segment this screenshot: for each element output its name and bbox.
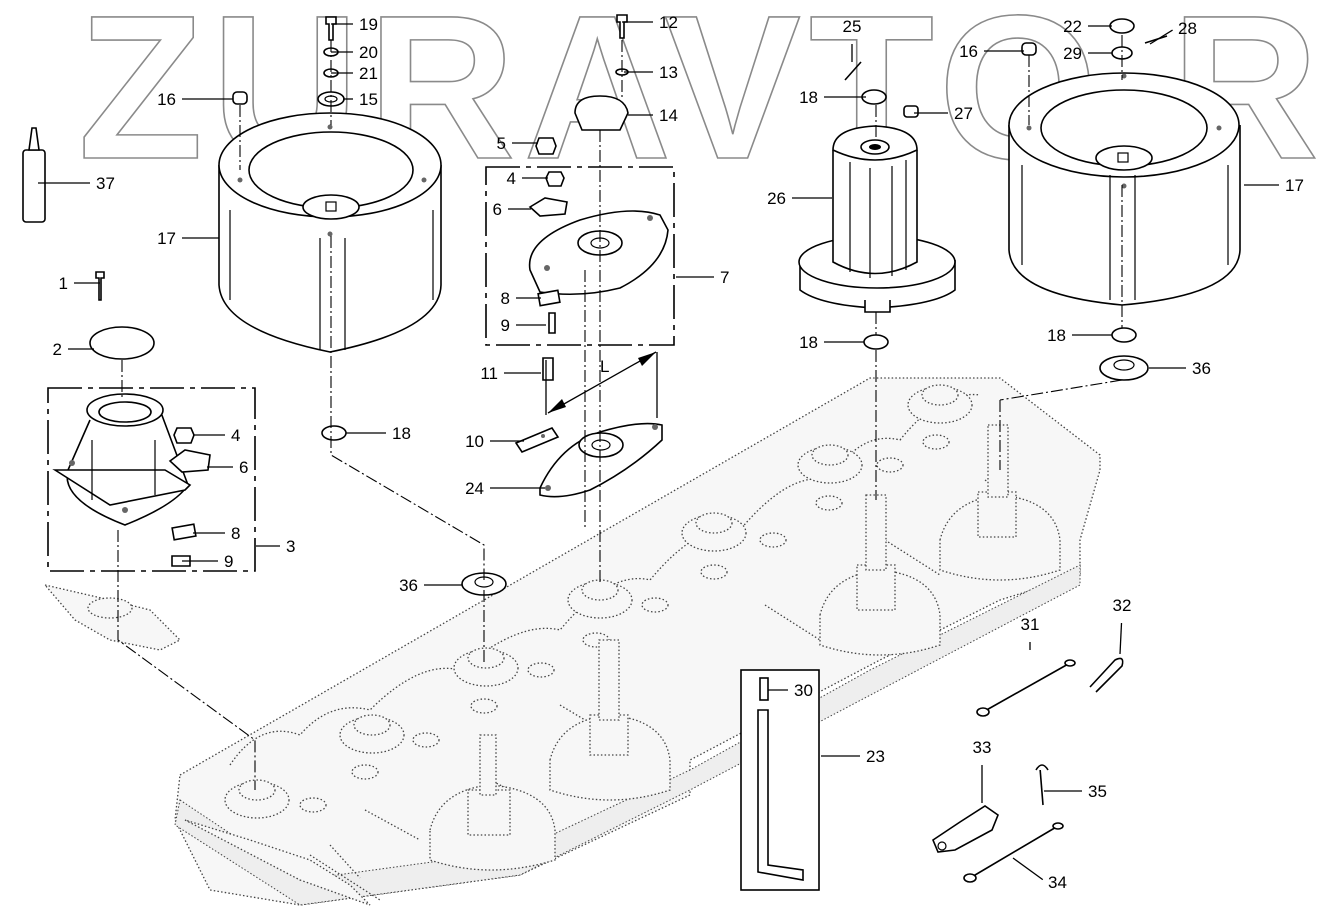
drum-center — [798, 125, 956, 313]
callout-label-c11: 11 — [480, 364, 498, 383]
callout-label-c3: 3 — [286, 537, 295, 556]
wire-31 — [976, 659, 1076, 717]
callout-label-c19a: 19 — [359, 15, 378, 34]
callout-label-c17b: 17 — [1285, 176, 1304, 195]
hub-6 — [797, 444, 904, 511]
callout-label-c36b: 36 — [1192, 359, 1211, 378]
callout-label-c2: 2 — [53, 340, 62, 359]
callout-labels: 1920211516173712468931836121314546789111… — [38, 13, 1304, 892]
dimension-label: L — [600, 357, 609, 376]
callout-label-c18a: 18 — [392, 424, 411, 443]
callout-label-c5: 5 — [497, 134, 506, 153]
callout-label-c14: 14 — [659, 106, 678, 125]
callout-label-c31: 31 — [1021, 615, 1040, 634]
callout-label-c36a: 36 — [399, 576, 418, 595]
hub-4 — [567, 579, 669, 648]
gearbox-2 — [549, 639, 671, 801]
callout-label-c8a: 8 — [231, 524, 240, 543]
callout-label-c37: 37 — [96, 174, 115, 193]
callout-label-c29: 29 — [1063, 44, 1082, 63]
gearbox-4 — [939, 424, 1061, 581]
cone-assembly — [47, 387, 256, 572]
callout-label-c30: 30 — [794, 681, 813, 700]
callout-leader-c34 — [1012, 857, 1044, 881]
hub-5 — [681, 512, 787, 580]
callout-label-c16b: 16 — [959, 42, 978, 61]
small-parts — [22, 14, 1168, 891]
callout-label-c26: 26 — [767, 189, 786, 208]
callout-label-c17a: 17 — [157, 229, 176, 248]
hub-1 — [224, 779, 327, 819]
callout-label-c18c: 18 — [799, 333, 818, 352]
callout-leader-c32 — [1119, 622, 1123, 655]
centerlines — [117, 35, 1123, 790]
callout-label-c21a: 21 — [359, 64, 378, 83]
callout-label-c6b: 6 — [493, 200, 502, 219]
gearboxes — [429, 424, 1061, 871]
callout-label-c12: 12 — [659, 13, 678, 32]
plate-24 — [539, 422, 663, 498]
callout-label-c22: 22 — [1063, 17, 1082, 36]
callout-label-c25: 25 — [843, 17, 862, 36]
callout-label-c32: 32 — [1113, 596, 1132, 615]
callout-label-c35: 35 — [1088, 782, 1107, 801]
callout-label-c1: 1 — [59, 274, 68, 293]
callout-label-c10: 10 — [465, 432, 484, 451]
callout-label-c18b: 18 — [799, 88, 818, 107]
callout-label-c8b: 8 — [501, 289, 510, 308]
hub-7 — [907, 384, 973, 450]
callout-label-c33: 33 — [973, 738, 992, 757]
callout-leader-c28 — [1149, 29, 1173, 45]
callout-label-c15a: 15 — [359, 90, 378, 109]
knife-10 — [514, 427, 560, 453]
callout-label-c4b: 4 — [507, 169, 516, 188]
callout-label-c4a: 4 — [231, 426, 240, 445]
callout-label-c27: 27 — [954, 104, 973, 123]
callout-label-c6a: 6 — [239, 458, 248, 477]
callout-label-c24: 24 — [465, 479, 484, 498]
knife-holder-assembly — [485, 166, 675, 346]
callout-label-c9b: 9 — [501, 316, 510, 335]
callout-label-c16a: 16 — [157, 90, 176, 109]
hub-3 — [453, 647, 555, 714]
gearbox-3 — [819, 494, 941, 656]
cutter-hubs — [224, 384, 973, 819]
callout-label-c18d: 18 — [1047, 326, 1066, 345]
dimension-l: L — [545, 351, 658, 418]
drum-right — [1008, 72, 1241, 306]
callout-label-c23: 23 — [866, 747, 885, 766]
drum-left — [218, 112, 442, 353]
gearbox-1 — [429, 734, 556, 871]
callout-label-c13: 13 — [659, 63, 678, 82]
callout-label-c34: 34 — [1048, 873, 1067, 892]
callout-label-c28: 28 — [1178, 19, 1197, 38]
callout-label-c20a: 20 — [359, 43, 378, 62]
hub-2 — [339, 714, 440, 780]
callout-label-c9a: 9 — [224, 552, 233, 571]
callout-label-c7: 7 — [720, 268, 729, 287]
grease-tube — [22, 127, 46, 223]
